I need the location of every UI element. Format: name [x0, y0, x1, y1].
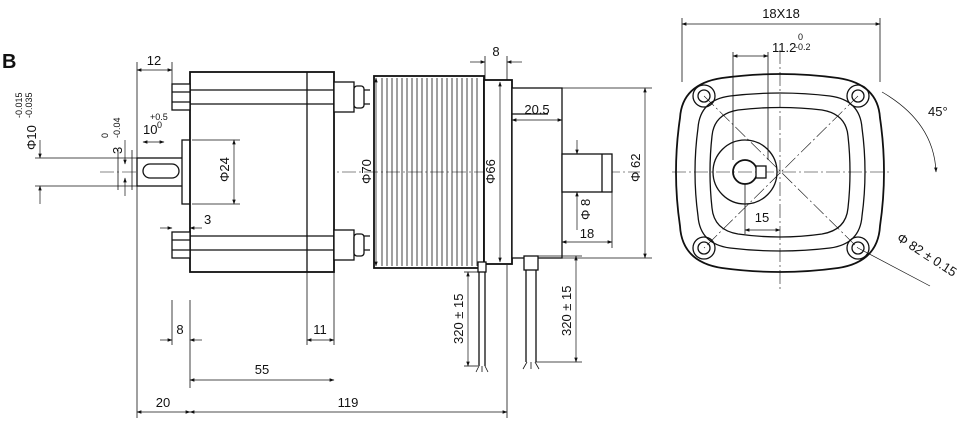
shaft-key	[142, 163, 180, 179]
dim-20-5: 20.5	[524, 102, 549, 117]
rear-shaft	[561, 153, 613, 193]
dim-phi10-tol-lower: -0.035	[24, 92, 34, 118]
rear-boss	[511, 87, 563, 259]
flange-face	[709, 106, 851, 238]
dim-angle: 45°	[928, 104, 948, 119]
dim-55: 55	[255, 362, 269, 377]
dim-phi62: Φ 62	[628, 154, 643, 182]
dim-20: 20	[156, 395, 170, 410]
bolt-head-bottom-left	[171, 231, 191, 259]
flange-recess	[694, 92, 866, 252]
dim-8-bottom: 8	[176, 322, 183, 337]
dim-key-3: 3	[110, 147, 125, 154]
rear-cap	[483, 79, 513, 265]
dim-key-10: 10	[143, 122, 157, 137]
nut-top	[333, 81, 365, 113]
dim-119: 119	[338, 395, 359, 410]
dim-11-2-tol-upper: 0	[798, 32, 803, 42]
dim-11-2-tol-lower: -0.2	[795, 42, 811, 52]
dim-11: 11	[313, 322, 327, 337]
dim-phi70: Φ70	[359, 159, 374, 184]
nut-bottom	[333, 229, 365, 261]
bolt-hole-bottom-right	[846, 236, 870, 260]
dim-15: 15	[755, 210, 769, 225]
side-view: 12 8 20.5 Φ10 -0.015 -0.035 10 0 +0.5 3 …	[14, 44, 652, 418]
dim-key-tol-upper: +0.5	[150, 112, 168, 122]
shaft-key-end	[755, 165, 767, 179]
dim-8-top: 8	[492, 44, 499, 59]
dim-phi10: Φ10	[24, 125, 39, 150]
dim-key-3-tol-lower: -0.04	[112, 117, 122, 138]
dim-lead-1: 320 ± 15	[451, 293, 466, 344]
end-view: 18X18 11.2 0 -0.2 45° 15 Φ 82 ± 0.15	[672, 6, 958, 292]
dim-lead-2: 320 ± 15	[559, 285, 574, 336]
bolt-head-top-left	[171, 83, 191, 111]
lead-wire-1	[475, 261, 489, 373]
dim-phi66: Φ66	[483, 159, 498, 184]
dim-phi24: Φ24	[217, 157, 232, 182]
dim-18: 18	[580, 226, 594, 241]
dim-12: 12	[147, 53, 161, 68]
flange-outline	[675, 73, 885, 273]
bolt-hole-bottom-left	[692, 236, 716, 260]
bolt-hole-top-left	[692, 84, 716, 108]
figure-label: B	[2, 51, 16, 73]
dim-11-2: 11.2	[772, 40, 796, 55]
bolt-hole-top-right	[846, 84, 870, 108]
dim-key-3-tol-upper: 0	[100, 133, 110, 138]
dim-phi10-tol-upper: -0.015	[14, 92, 24, 118]
shaft	[136, 157, 191, 187]
dim-square: 18X18	[762, 6, 800, 21]
front-flange	[189, 71, 335, 273]
dim-key-10-sup: 0	[157, 120, 162, 130]
lead-wire-2	[522, 255, 540, 370]
dim-3: 3	[204, 212, 211, 227]
dim-phi8: Φ 8	[578, 199, 593, 220]
